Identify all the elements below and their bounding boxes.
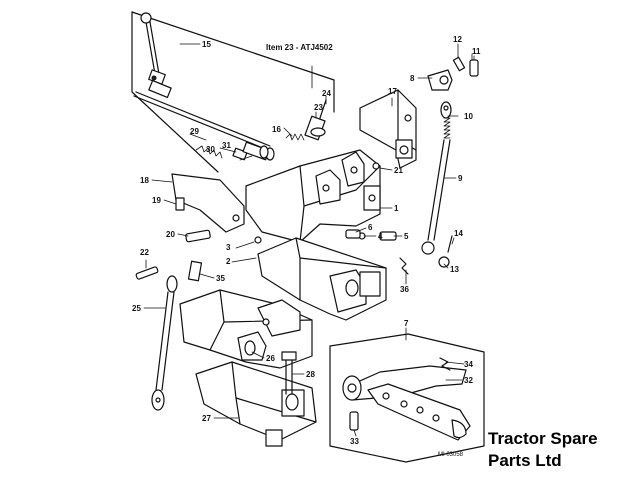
callout-7: 7 <box>404 319 409 328</box>
callout-3: 3 <box>226 243 231 252</box>
bolt-20-icon <box>185 229 211 243</box>
control-lever-inset <box>131 11 335 173</box>
callout-10: 10 <box>464 112 473 121</box>
bolt-19-icon <box>175 197 185 211</box>
callout-23: 23 <box>314 103 323 112</box>
item-caption: Item 23 - ATJ4502 <box>266 43 333 52</box>
callout-35: 35 <box>216 274 225 283</box>
lower-frame-27 <box>195 361 317 447</box>
callout-4: 4 <box>378 232 383 241</box>
callout-32: 32 <box>464 376 473 385</box>
top-right-fixings <box>427 55 479 91</box>
callout-12: 12 <box>453 35 462 44</box>
lower-frame-2 <box>257 237 387 321</box>
callout-11: 11 <box>472 47 481 56</box>
bracket-17 <box>359 89 417 169</box>
main-housing-1 <box>171 149 381 243</box>
callout-31: 31 <box>222 141 231 150</box>
callout-20: 20 <box>166 230 175 239</box>
brand-watermark: Tractor Spare Parts Ltd <box>488 428 598 472</box>
callout-33: 33 <box>350 437 359 446</box>
lift-rod-25 <box>151 275 178 411</box>
callout-5: 5 <box>404 232 409 241</box>
callout-2: 2 <box>226 257 231 266</box>
callout-13: 13 <box>450 265 459 274</box>
callout-18: 18 <box>140 176 149 185</box>
callout-17: 17 <box>388 87 397 96</box>
callout-29: 29 <box>190 127 199 136</box>
check-chain-rod-9 <box>421 101 452 255</box>
callout-30: 30 <box>206 145 215 154</box>
lower-housing-26 <box>179 289 313 369</box>
callout-6: 6 <box>368 223 373 232</box>
callout-22: 22 <box>140 248 149 257</box>
callout-19: 19 <box>152 196 161 205</box>
callout-1: 1 <box>394 204 399 213</box>
callout-8: 8 <box>410 74 415 83</box>
callout-14: 14 <box>454 229 463 238</box>
callout-24: 24 <box>322 89 331 98</box>
nut-13-icon <box>438 256 450 268</box>
callout-25: 25 <box>132 304 141 313</box>
lower-link-inset-7 <box>329 333 485 463</box>
brand-line-1: Tractor Spare <box>488 429 598 448</box>
leader-lines <box>143 43 473 437</box>
callout-15: 15 <box>202 40 211 49</box>
callout-27: 27 <box>202 414 211 423</box>
callout-9: 9 <box>458 174 463 183</box>
callout-16: 16 <box>272 125 281 134</box>
callout-28: 28 <box>306 370 315 379</box>
brand-line-2: Parts Ltd <box>488 451 562 470</box>
callout-21: 21 <box>394 166 403 175</box>
callout-26: 26 <box>266 354 275 363</box>
callout-34: 34 <box>464 360 473 369</box>
lever-knob-icon <box>140 12 152 24</box>
drawing-code: MI 03058 <box>438 452 464 458</box>
callout-labels: 15 23 24 16 29 30 31 17 8 12 11 10 9 18 … <box>132 35 481 446</box>
callout-36: 36 <box>400 285 409 294</box>
